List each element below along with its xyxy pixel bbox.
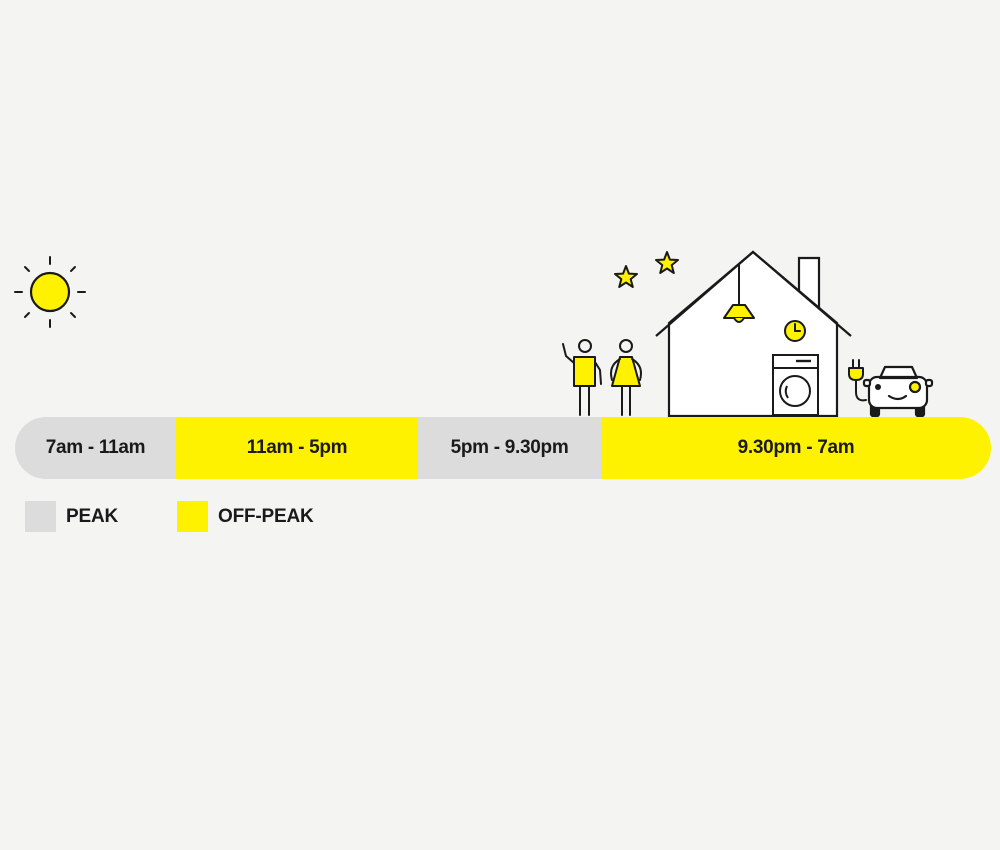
tariff-timeline: 7am - 11am 11am - 5pm 5pm - 9.30pm 9.30p… xyxy=(15,417,991,479)
legend-label-peak: PEAK xyxy=(66,505,118,527)
washing-machine-icon xyxy=(772,354,819,416)
sun-icon xyxy=(14,256,86,328)
legend-swatch-off-peak xyxy=(177,501,208,532)
house-icon xyxy=(655,250,852,418)
timeline-segment-peak-evening: 5pm - 9.30pm xyxy=(418,417,601,479)
timeline-segment-peak-morning: 7am - 11am xyxy=(15,417,176,479)
plug-icon xyxy=(848,359,867,402)
legend-item-off-peak: OFF-PEAK xyxy=(177,501,314,532)
star-icon xyxy=(655,251,679,274)
star-icon xyxy=(614,265,638,288)
clock-icon xyxy=(784,320,806,342)
electric-car-icon xyxy=(862,365,934,418)
legend-label-off-peak: OFF-PEAK xyxy=(218,505,314,527)
pendant-lamp-icon xyxy=(723,264,755,323)
person-icon xyxy=(562,339,602,416)
legend-item-peak: PEAK xyxy=(25,501,118,532)
legend-swatch-peak xyxy=(25,501,56,532)
person-icon xyxy=(610,339,642,416)
timeline-segment-off-peak-night: 9.30pm - 7am xyxy=(601,417,991,479)
timeline-segment-off-peak-day: 11am - 5pm xyxy=(176,417,418,479)
